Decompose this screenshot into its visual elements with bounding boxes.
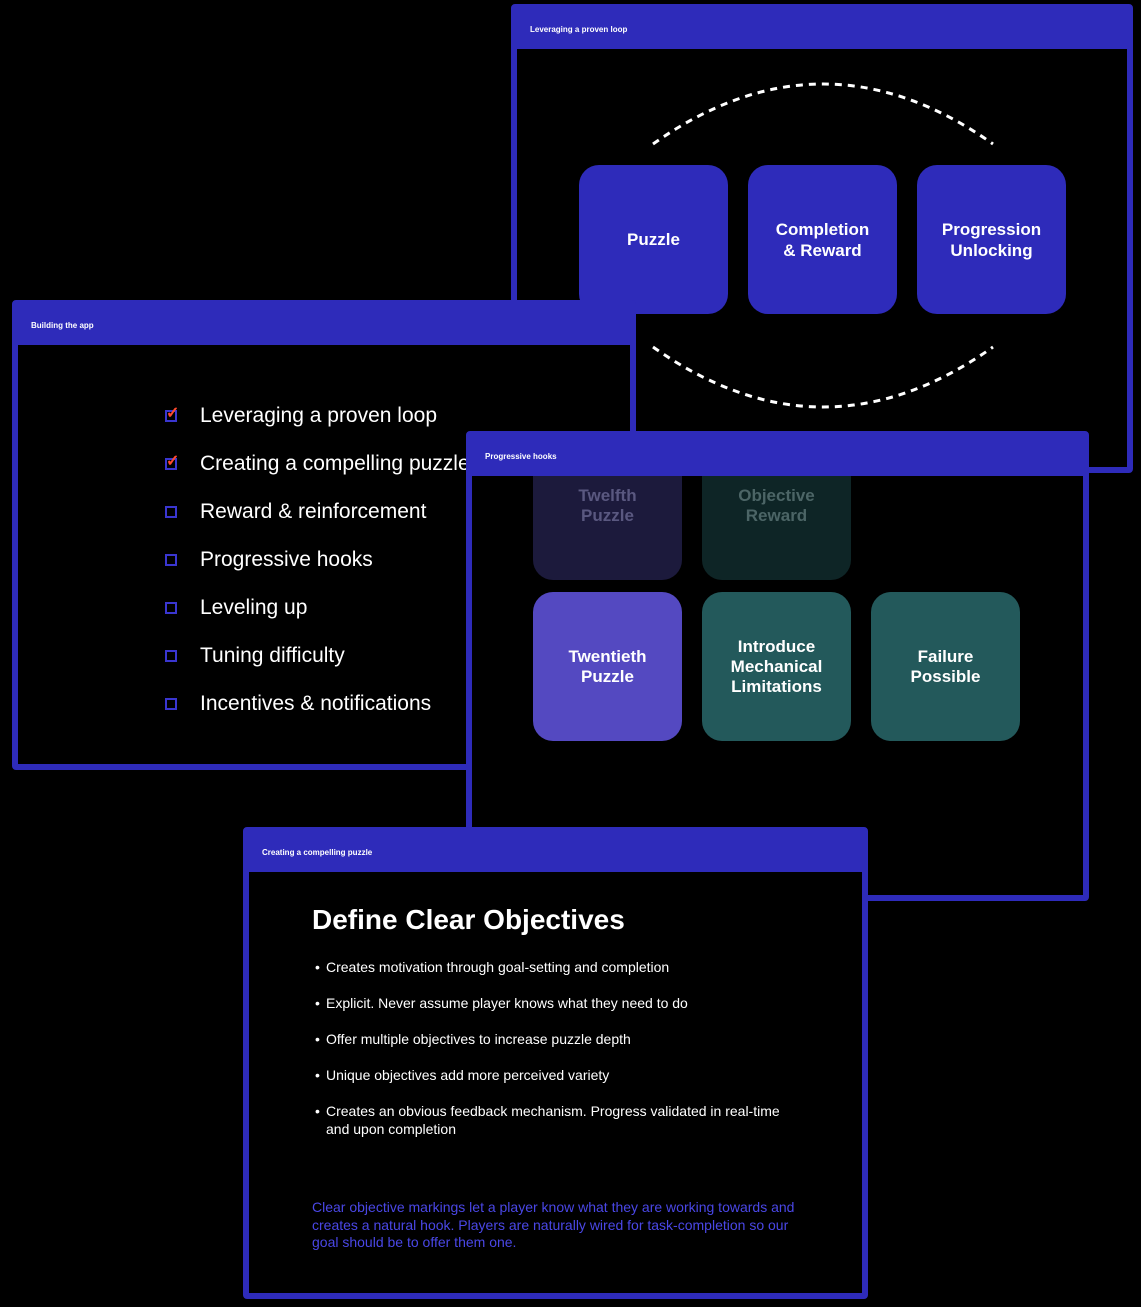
bullet-item: Creates an obvious feedback mechanism. P… xyxy=(315,1102,785,1138)
bullet-item: Creates motivation through goal-setting … xyxy=(315,958,785,976)
bullet-item: Explicit. Never assume player knows what… xyxy=(315,994,785,1012)
checklist-item: Tuning difficulty xyxy=(165,632,470,680)
checklist-label: Tuning difficulty xyxy=(200,644,345,667)
checkbox-checked: ✓ xyxy=(165,406,179,422)
slide-compelling-puzzle: Creating a compelling puzzle Define Clea… xyxy=(243,827,868,1299)
checklist-item: ✓ Creating a compelling puzzle xyxy=(165,440,470,488)
checklist-item: Progressive hooks xyxy=(165,536,470,584)
slide-progressive-hooks: Twelfth Puzzle Objective Reward Progress… xyxy=(466,431,1089,901)
checkbox-unchecked xyxy=(165,554,177,566)
slide-header: Creating a compelling puzzle xyxy=(249,833,862,872)
checklist-item: Reward & reinforcement xyxy=(165,488,470,536)
loop-box-progression-unlocking: Progression Unlocking xyxy=(917,165,1066,314)
bullet-item: Offer multiple objectives to increase pu… xyxy=(315,1030,785,1048)
checklist-label: Reward & reinforcement xyxy=(200,500,427,523)
loop-box-completion-reward: Completion & Reward xyxy=(748,165,897,314)
checklist-label: Leveraging a proven loop xyxy=(200,404,438,427)
slide-header: Building the app xyxy=(18,306,630,345)
checklist-label: Leveling up xyxy=(200,596,308,619)
slide-header: Leveraging a proven loop xyxy=(517,10,1127,49)
checkmark-icon: ✓ xyxy=(166,405,180,422)
hook-box-mechanical-limitations: Introduce Mechanical Limitations xyxy=(702,592,851,741)
checklist-label: Progressive hooks xyxy=(200,548,373,571)
checkbox-unchecked xyxy=(165,698,177,710)
checkbox-unchecked xyxy=(165,650,177,662)
hook-box-twentieth-puzzle: Twentieth Puzzle xyxy=(533,592,682,741)
checkmark-icon: ✓ xyxy=(166,453,180,470)
callout-note: Clear objective markings let a player kn… xyxy=(312,1199,795,1250)
hook-box-failure-possible: Failure Possible xyxy=(871,592,1020,741)
loop-arcs xyxy=(652,82,994,409)
objective-bullets: Creates motivation through goal-setting … xyxy=(315,958,785,1156)
bullet-item: Unique objectives add more perceived var… xyxy=(315,1066,785,1084)
checkbox-checked: ✓ xyxy=(165,454,179,470)
checkbox-unchecked xyxy=(165,506,177,518)
slide-title: Define Clear Objectives xyxy=(312,904,625,935)
bottom-arc xyxy=(652,345,994,409)
checklist-item: Incentives & notifications xyxy=(165,680,470,728)
checklist: ✓ Leveraging a proven loop ✓ Creating a … xyxy=(165,392,470,728)
loop-box-puzzle: Puzzle xyxy=(579,165,728,314)
checklist-label: Incentives & notifications xyxy=(200,692,432,715)
checklist-item: Leveling up xyxy=(165,584,470,632)
checklist-label: Creating a compelling puzzle xyxy=(200,452,470,475)
slide-header: Progressive hooks xyxy=(472,437,1083,476)
top-arc xyxy=(652,82,994,146)
checklist-item: ✓ Leveraging a proven loop xyxy=(165,392,470,440)
checkbox-unchecked xyxy=(165,602,177,614)
